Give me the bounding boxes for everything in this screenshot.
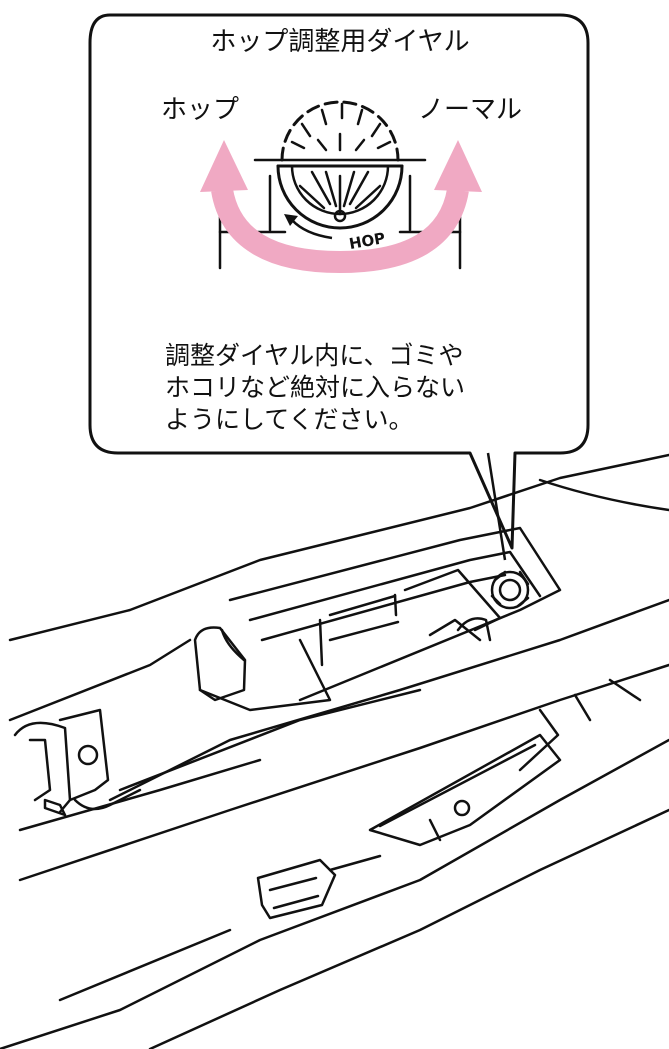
callout-pointer	[486, 452, 507, 561]
hop-arrow-icon	[284, 214, 333, 240]
note-line-2: ホコリなど絶対に入らない	[165, 373, 465, 402]
callout-bubble	[88, 13, 590, 550]
note-line-3: ようにしてください。	[165, 405, 414, 434]
dial-illustration	[218, 100, 462, 270]
rifle-body-drawing	[0, 453, 669, 1049]
pink-arrowhead-left	[200, 140, 248, 192]
adjust-direction-arrow-icon	[200, 140, 482, 274]
callout-title: ホップ調整用ダイヤル	[210, 27, 469, 57]
hop-direction-label: ホップ	[161, 95, 239, 125]
pink-arrowhead-right	[434, 140, 482, 192]
normal-direction-label: ノーマル	[418, 95, 522, 125]
callout-outline	[88, 13, 590, 550]
note-line-1: 調整ダイヤル内に、ゴミや	[165, 341, 464, 370]
pink-arc	[211, 187, 469, 274]
